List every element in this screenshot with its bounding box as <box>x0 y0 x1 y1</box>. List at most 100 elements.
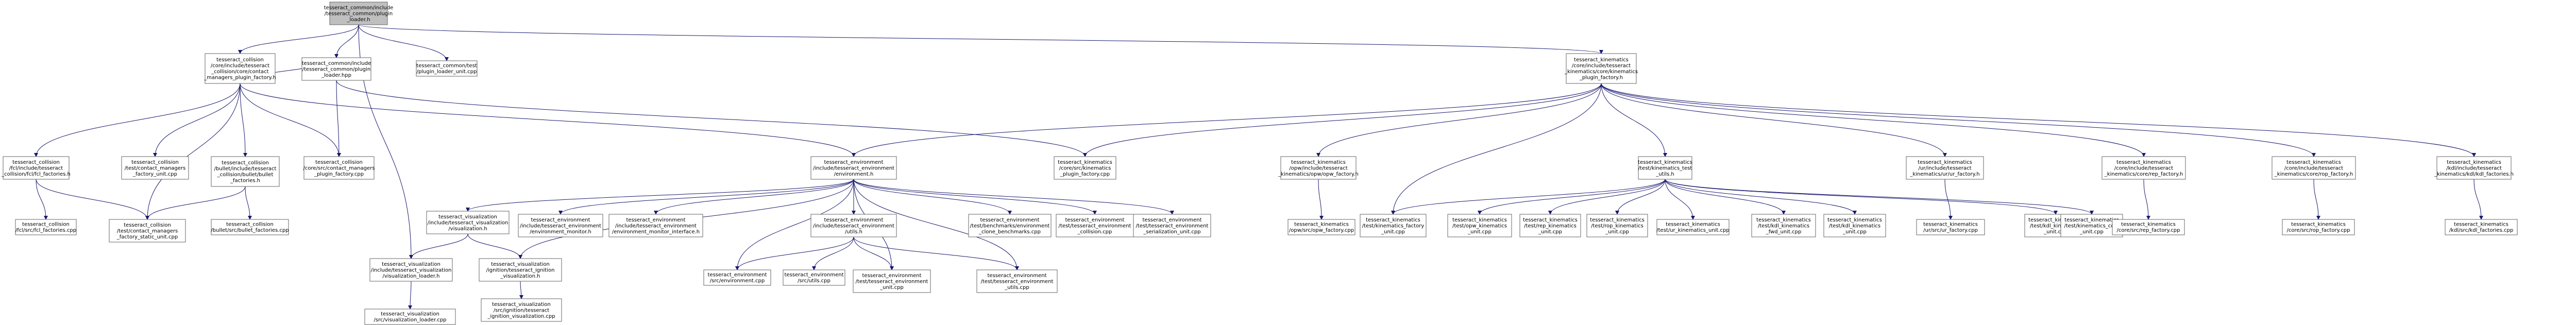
node-box <box>303 156 375 180</box>
node-label-line: tesseract_common/include <box>324 5 393 11</box>
graph-node-tesseract-kinematics-ur-src-ur-factory-cpp[interactable]: tesseract_kinematics/ur/src/ur_factory.c… <box>1916 219 1985 235</box>
graph-node-tesseract-collision-test-contact-managers-factory-static-uni[interactable]: tesseract_collision/test/contact_manager… <box>109 219 186 243</box>
node-label-line: tesseract_environment <box>708 272 767 278</box>
graph-node-tesseract-environment-test-tesseract-environment-utils-cpp[interactable]: tesseract_environment/test/tesseract_env… <box>976 269 1058 293</box>
graph-node-tesseract-environment-test-tesseract-environment-collision-c[interactable]: tesseract_environment/test/tesseract_env… <box>1056 214 1134 237</box>
edge-n1-n18 <box>145 83 241 220</box>
graph-node-tesseract-collision-core-include-tesseract-collision-core-co[interactable]: tesseract_collision/core/include/tessera… <box>204 53 276 84</box>
edge-n42-n48 <box>519 281 523 299</box>
graph-node-tesseract-kinematics-test-opw-kinematics-unit-cpp[interactable]: tesseract_kinematics/test/opw_kinematics… <box>1447 214 1512 237</box>
graph-node-tesseract-kinematics-ur-include-tesseract-kinematics-ur-ur-f[interactable]: tesseract_kinematics/ur/include/tesserac… <box>1906 156 1984 180</box>
root-node: tesseract_common/include/tesseract_commo… <box>324 2 393 25</box>
node-label-line: /test/benchmarks/environment <box>970 223 1050 229</box>
node-label-line: tesseract_environment <box>824 217 884 223</box>
node-label-line: _unit.cpp <box>1381 229 1405 235</box>
node-label-line: _collision/bullet/bullet <box>217 172 274 178</box>
edge-n0-n3 <box>358 24 449 61</box>
edge-n4-n13 <box>1601 83 1947 157</box>
graph-node-tesseract-environment-src-utils-cpp[interactable]: tesseract_environment/src/utils.cpp <box>783 269 845 286</box>
graph-node-tesseract-environment-include-tesseract-environment-environm[interactable]: tesseract_environment/include/tesseract_… <box>608 214 703 237</box>
graph-node-tesseract-kinematics-core-include-tesseract-kinematics-core-[interactable]: tesseract_kinematics/core/include/tesser… <box>2272 156 2356 180</box>
node-label-line: /core/src/contact_managers <box>303 165 375 171</box>
graph-node-tesseract-kinematics-test-rop-kinematics-unit-cpp[interactable]: tesseract_kinematics/test/rop_kinematics… <box>1586 214 1648 237</box>
graph-node-tesseract-environment-test-benchmarks-environment-clone-benc[interactable]: tesseract_environment/test/benchmarks/en… <box>968 214 1052 237</box>
node-box <box>810 214 897 237</box>
graph-node-tesseract-collision-core-src-contact-managers-plugin-factory[interactable]: tesseract_collision/core/src/contact_man… <box>303 156 375 180</box>
node-label-line: /test/kdl_kinematics <box>1758 223 1809 229</box>
node-label-line: tesseract_kinematics <box>1058 160 1112 165</box>
graph-node-tesseract-kinematics-test-kinematics-factory-unit-cpp[interactable]: tesseract_kinematics/test/kinematics_fac… <box>1360 214 1427 237</box>
node-label-line: /plugin_loader_unit.cpp <box>417 69 477 75</box>
graph-node-tesseract-collision-fcl-src-fcl-factories-cpp[interactable]: tesseract_collision/fcl/src/fcl_factorie… <box>15 219 77 235</box>
node-label-line: /test/opw_kinematics <box>1452 223 1507 229</box>
graph-node-tesseract-environment-include-tesseract-environment-utils-h[interactable]: tesseract_environment/include/tesseract_… <box>810 214 897 237</box>
graph-node-tesseract-kinematics-test-ur-kinematics-unit-cpp[interactable]: tesseract_kinematics/test/ur_kinematics_… <box>1656 219 1730 235</box>
edge-n5-n17 <box>36 179 48 220</box>
graph-node-tesseract-visualization-include-tesseract-visualization-visu[interactable]: tesseract_visualization/include/tesserac… <box>426 211 510 234</box>
graph-node-tesseract-common-test-plugin-loader-unit-cpp[interactable]: tesseract_common/test/plugin_loader_unit… <box>416 60 478 77</box>
graph-node-tesseract-kinematics-opw-src-opw-factory-cpp[interactable]: tesseract_kinematics/opw/src/opw_factory… <box>1287 219 1355 235</box>
edge-n0-n2 <box>334 24 359 58</box>
edge-n9-n21 <box>558 179 854 215</box>
edge-n9-n20 <box>466 179 854 212</box>
graph-node-tesseract-visualization-src-visualization-loader-cpp[interactable]: tesseract_visualization/src/visualizatio… <box>364 309 456 325</box>
node-box <box>481 298 562 322</box>
graph-node-tesseract-kinematics-test-kdl-kinematics-unit-cpp[interactable]: tesseract_kinematics/test/kdl_kinematics… <box>1823 214 1886 237</box>
graph-node-tesseract-collision-bullet-include-tesseract-collision-bulle[interactable]: tesseract_collision/bullet/include/tesse… <box>211 156 280 187</box>
graph-node-tesseract-environment-test-tesseract-environment-unit-cpp[interactable]: tesseract_environment/test/tesseract_env… <box>853 269 931 293</box>
node-label-line: /core/src/rop_factory.cpp <box>2287 228 2350 233</box>
node-box <box>2282 219 2355 235</box>
node-box <box>518 214 603 237</box>
edge-n12-n28 <box>1391 179 1666 215</box>
graph-node-tesseract-environment-include-tesseract-environment-environm[interactable]: tesseract_environment/include/tesseract_… <box>810 156 897 180</box>
node-label-line: tesseract_kinematics <box>2454 222 2509 228</box>
graph-node-tesseract-kinematics-core-include-tesseract-kinematics-core-[interactable]: tesseract_kinematics/core/include/tesser… <box>2102 156 2186 180</box>
graph-node-tesseract-kinematics-kdl-src-kdl-factories-cpp[interactable]: tesseract_kinematics/kdl/src/kdl_factori… <box>2445 219 2518 235</box>
edge-n12-n32 <box>1665 179 1695 220</box>
edge-n4-n12 <box>1601 83 1667 157</box>
graph-node-tesseract-collision-fcl-include-tesseract-collision-fcl-fcl-[interactable]: tesseract_collision/fcl/include/tesserac… <box>1 156 71 180</box>
graph-node-tesseract-visualization-src-ignition-tesseract-ignition-visu[interactable]: tesseract_visualization/src/ignition/tes… <box>481 298 562 322</box>
graph-node-tesseract-visualization-ignition-tesseract-ignition-visualiz[interactable]: tesseract_visualization/ignition/tessera… <box>479 258 562 282</box>
node-label-line: _plugin_factory.cpp <box>314 172 364 177</box>
graph-node-tesseract-environment-test-tesseract-environment-serializati[interactable]: tesseract_environment/test/tesseract_env… <box>1133 214 1211 237</box>
graph-node-tesseract-collision-test-contact-managers-factory-unit-cpp[interactable]: tesseract_collision/test/contact_manager… <box>121 156 189 180</box>
graph-node-tesseract-kinematics-opw-include-tesseract-kinematics-opw-op[interactable]: tesseract_kinematics/opw/include/tessera… <box>1278 156 1359 180</box>
node-label-line: tesseract_common/include <box>302 61 371 66</box>
graph-node-tesseract-kinematics-core-include-tesseract-kinematics-core-[interactable]: tesseract_kinematics/core/include/tesser… <box>1564 53 1638 84</box>
edge-n20-n42 <box>467 233 522 259</box>
graph-node-tesseract-kinematics-core-src-rop-factory-cpp[interactable]: tesseract_kinematics/core/src/rop_factor… <box>2282 219 2355 235</box>
graph-node-tesseract-kinematics-kdl-include-tesseract-kinematics-kdl-kd[interactable]: tesseract_kinematics/kdl/include/tessera… <box>2434 156 2514 180</box>
graph-node-tesseract-kinematics-test-rep-kinematics-unit-cpp[interactable]: tesseract_kinematics/test/rep_kinematics… <box>1519 214 1581 237</box>
graph-node-tesseract-environment-src-environment-cpp[interactable]: tesseract_environment/src/environment.cp… <box>703 269 771 286</box>
graph-node-tesseract-kinematics-test-kdl-kinematics-fwd-unit-cpp[interactable]: tesseract_kinematics/test/kdl_kinematics… <box>1751 214 1816 237</box>
node-label-line: _factories.h <box>230 178 260 184</box>
edge-n1-n6 <box>153 83 241 157</box>
graph-node-tesseract-common-include-tesseract-common-plugin-loader-hpp[interactable]: tesseract_common/include/tesseract_commo… <box>301 57 371 81</box>
node-label-line: _utils.cpp <box>1004 285 1029 290</box>
node-label-line: /test/kdl_kinematics <box>1829 223 1880 229</box>
node-label-line: /test/ur_kinematics_unit.cpp <box>1656 228 1729 233</box>
node-label-line: /visualization_loader.h <box>382 273 439 279</box>
node-label-line: _unit.cpp <box>1842 229 1867 235</box>
edge-n7-n18 <box>145 186 246 220</box>
graph-node-tesseract-visualization-include-tesseract-visualization-visu[interactable]: tesseract_visualization/include/tesserac… <box>369 258 453 282</box>
edge-n23-n44 <box>812 236 854 270</box>
node-label-line: _fwd_unit.cpp <box>1766 229 1802 235</box>
node-box <box>1287 219 1355 235</box>
graph-node-tesseract-collision-bullet-src-bullet-factories-cpp[interactable]: tesseract_collision/bullet/src/bullet_fa… <box>211 219 289 235</box>
graph-node-tesseract-kinematics-core-src-rep-factory-cpp[interactable]: tesseract_kinematics/core/src/rep_factor… <box>2112 219 2185 235</box>
graph-node-tesseract-kinematics-test-kinematics-test-utils-h[interactable]: tesseract_kinematics/test/kinematics_tes… <box>1638 156 1692 180</box>
node-label-line: /include/tesseract_visualization <box>371 267 452 273</box>
graph-node-tesseract-kinematics-core-src-kinematics-plugin-factory-cpp[interactable]: tesseract_kinematics/core/src/kinematics… <box>1054 156 1116 180</box>
edge-n2-n10 <box>336 80 1087 157</box>
node-label-line: _kinematics/core/kinematics <box>1564 69 1638 75</box>
edge-n4-n11 <box>1316 83 1602 157</box>
node-box <box>1566 53 1637 84</box>
node-label-line: tesseract_kinematics <box>1590 217 1645 223</box>
node-box <box>1638 156 1692 180</box>
graph-node-tesseract-environment-include-tesseract-environment-environm[interactable]: tesseract_environment/include/tesseract_… <box>518 214 603 237</box>
node-box <box>369 258 453 282</box>
node-box <box>1656 219 1730 235</box>
